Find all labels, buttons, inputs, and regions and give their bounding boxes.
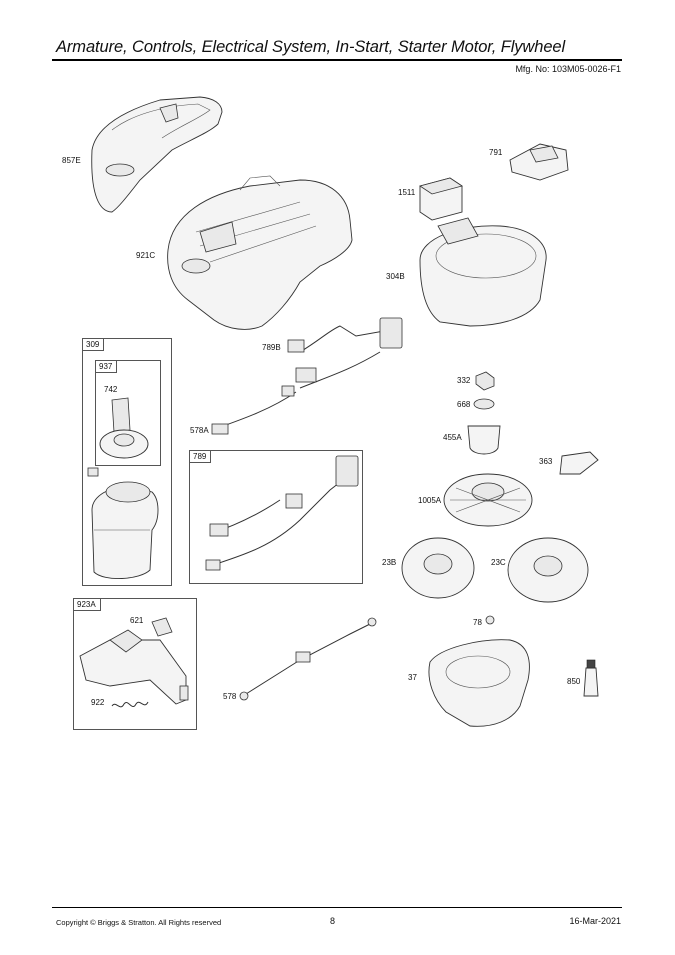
callout-332: 332 [457,376,471,385]
part-363-bracket [559,451,599,475]
part-937-gear [99,429,149,459]
part-789-harness [205,455,359,571]
callout-304B: 304B [386,272,405,281]
callout-857E: 857E [62,156,81,165]
callout-23C: 23C [491,558,506,567]
callout-23B: 23B [382,558,397,567]
callout-578: 578 [223,692,237,701]
part-455A-cup [467,425,501,455]
part-621 [151,617,173,637]
group-tag-789: 789 [189,450,212,463]
group-box-309: 309 [82,338,172,586]
header-rule [52,59,622,61]
callout-363: 363 [539,457,553,466]
group-box-923A: 923A [73,598,197,730]
part-857E-cover [91,96,223,213]
callout-742: 742 [104,385,118,394]
part-332-nut [475,371,495,391]
part-923A-control [79,629,189,705]
group-tag-309: 309 [82,338,105,351]
callout-1511: 1511 [398,188,416,197]
page-number: 8 [330,916,336,926]
footer-copyright: Copyright © Briggs & Stratton. All Right… [56,918,222,927]
part-23B-flywheel [401,537,475,599]
part-578A-wire [211,385,297,435]
part-791 [509,143,569,181]
part-668-washer [473,398,495,410]
callout-922: 922 [91,698,105,707]
part-37-housing [428,639,530,727]
callout-37: 37 [408,673,417,682]
part-578-cable [239,617,377,701]
group-tag-937: 937 [95,360,118,373]
part-1511-battery [419,177,463,221]
part-922-spring [111,701,149,708]
callout-578A: 578A [190,426,209,435]
group-box-937: 937 [95,360,161,466]
group-tag-923A: 923A [73,598,101,611]
callout-791: 791 [489,148,503,157]
part-1005A-fan [443,473,533,527]
part-850-tube [583,659,599,697]
callout-850: 850 [567,677,581,686]
callout-789B: 789B [262,343,281,352]
callout-668: 668 [457,400,471,409]
page-title: Armature, Controls, Electrical System, I… [56,38,566,56]
callout-621: 621 [130,616,144,625]
callout-1005A: 1005A [418,496,442,505]
part-23C-flywheel [507,537,589,603]
part-304B-holder [419,217,547,327]
part-789B-harness [287,317,403,389]
part-starter-motor [87,467,159,580]
callout-921C: 921C [136,251,156,260]
part-78-screw [485,615,495,625]
group-box-789: 789 [189,450,363,584]
mfg-number: Mfg. No: 103M05-0026-F1 [515,64,621,74]
footer-date: 16-Mar-2021 [569,916,621,926]
part-921C-blower-housing [167,175,353,330]
callout-78: 78 [473,618,482,627]
callout-455A: 455A [443,433,462,442]
footer-rule [52,907,622,908]
